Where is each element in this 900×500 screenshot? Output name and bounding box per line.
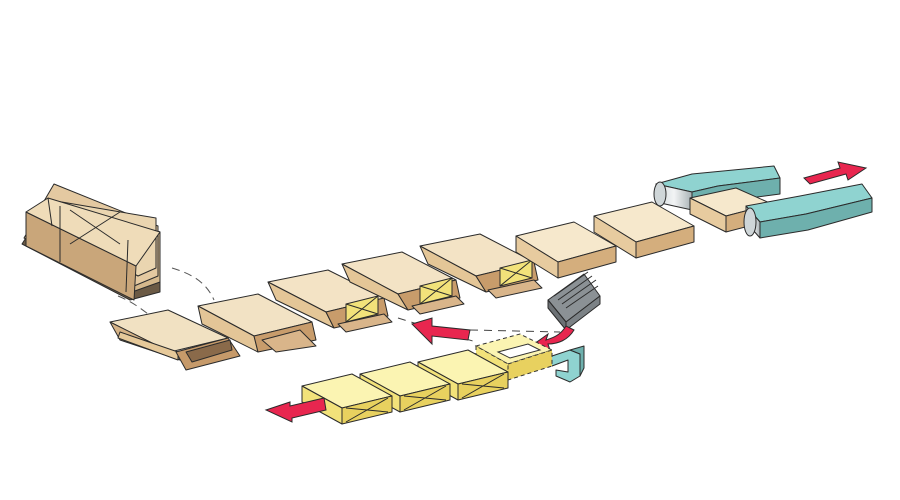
pusher-arm (545, 345, 585, 383)
product-conveyor (301, 349, 509, 425)
fold-line (69, 211, 121, 245)
flat-carton-stack (21, 183, 161, 301)
carton-6-closed (515, 221, 617, 279)
insert-stack (547, 271, 601, 331)
fold-line (125, 239, 129, 293)
carton-conveyor (109, 201, 695, 371)
flow-arrow-icon (803, 161, 868, 185)
flow-arrow-icon (411, 317, 471, 346)
flow-arrow-icon (264, 397, 327, 423)
carton-1-erected (109, 309, 241, 371)
carton-2-erected (197, 293, 317, 353)
fold-line (47, 197, 53, 227)
carton-7-closed (593, 201, 695, 259)
fold-line (69, 209, 121, 245)
product-2 (301, 373, 393, 425)
carton-4-loaded (341, 251, 465, 315)
carton-5-loaded (419, 233, 543, 299)
transfer-path (397, 317, 561, 343)
discharge-machine (653, 165, 873, 239)
